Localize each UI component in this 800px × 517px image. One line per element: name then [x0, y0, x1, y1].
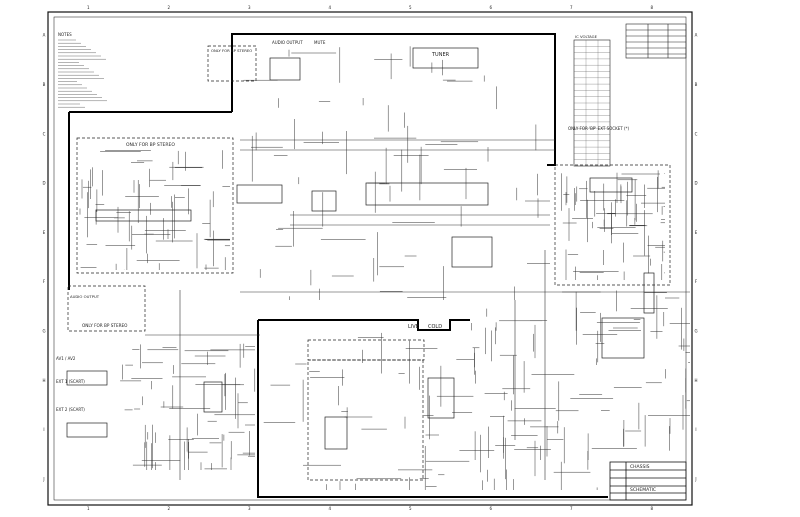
notes-text-lines	[58, 39, 107, 108]
voltage-table	[573, 39, 611, 167]
flyback-transformer	[601, 317, 645, 359]
power-ic	[324, 416, 348, 450]
notes-heading: NOTES	[58, 32, 72, 37]
main-ic	[365, 182, 489, 206]
border-letter: I	[43, 427, 44, 432]
dashed-blocks	[67, 45, 671, 481]
border-number: 1	[87, 506, 90, 511]
border-letter: H	[42, 378, 45, 383]
border-letter: E	[695, 230, 698, 235]
border-letter: B	[43, 82, 46, 87]
small-connector	[643, 272, 655, 314]
revision-block	[625, 23, 687, 59]
label-av-in: AV1 / AV2	[56, 356, 76, 361]
transformer	[427, 377, 455, 419]
border-number: 4	[328, 5, 331, 10]
label-stereo-bottom: ONLY FOR BP STEREO	[82, 323, 128, 328]
outer-frame	[47, 11, 693, 506]
title-block-line1: CHASSIS	[630, 464, 650, 470]
partition-outlines	[68, 33, 608, 498]
label-side-connector: ONLY FOR 'BP' EXT SOCKET (*)	[568, 126, 629, 131]
border-letter: J	[694, 476, 696, 481]
border-number: 8	[650, 506, 653, 511]
title-block	[609, 461, 687, 501]
border-letter: F	[43, 279, 46, 284]
border-letter: F	[695, 279, 698, 284]
tuner-box	[311, 190, 337, 212]
border-letter: H	[694, 378, 697, 383]
border-number: 6	[489, 5, 492, 10]
scart-connector-1	[66, 370, 108, 386]
border-number: 8	[650, 5, 653, 10]
border-letter: D	[42, 181, 45, 186]
label-audio-output-left: AUDIO OUTPUT	[70, 294, 100, 299]
components	[66, 47, 655, 450]
border-letter: G	[694, 328, 697, 333]
border-letter: J	[42, 476, 44, 481]
title-block-line2: SCHEMATIC	[630, 487, 656, 493]
border-number: 2	[167, 506, 170, 511]
label-mute: MUTE	[314, 40, 326, 45]
output-ic	[451, 236, 493, 268]
border-number: 5	[409, 5, 412, 10]
border-number: 7	[570, 506, 573, 511]
wiring	[79, 46, 690, 490]
label-scart1: EXT 1 (SCART)	[56, 379, 85, 384]
border-number: 3	[248, 506, 251, 511]
border-letter: G	[42, 328, 45, 333]
label-live: LIVE	[408, 324, 419, 330]
border-letter: A	[43, 33, 46, 38]
border-number: 1	[87, 5, 90, 10]
border-letter: I	[695, 427, 696, 432]
border-letter: B	[695, 82, 698, 87]
side-socket	[589, 177, 633, 193]
label-cold: COLD	[428, 324, 442, 330]
border-number: 3	[248, 5, 251, 10]
audio-ic	[269, 57, 301, 81]
label-stereo-left: ONLY FOR BP STEREO	[126, 142, 175, 148]
label-scart2: EXT 2 (SCART)	[56, 407, 85, 412]
border-number: 2	[167, 5, 170, 10]
border-number: 6	[489, 506, 492, 511]
border-letter: E	[43, 230, 46, 235]
border-number: 7	[570, 5, 573, 10]
scart-connector-2	[66, 422, 108, 438]
border-letter: A	[695, 33, 698, 38]
border-letter: C	[695, 131, 698, 136]
inner-frame	[53, 16, 687, 501]
label-stereo-top: ONLY FOR BP STEREO	[211, 48, 252, 53]
tuner-module	[412, 47, 479, 69]
stereo-ic	[95, 209, 192, 222]
border-letter: C	[43, 131, 46, 136]
mid-note-box	[236, 184, 283, 204]
label-tuner: TUNER	[431, 52, 450, 58]
border-number: 5	[409, 506, 412, 511]
border-number: 4	[328, 506, 331, 511]
sound-ic	[203, 381, 223, 413]
label-ic-voltage: IC VOLTAGE	[575, 34, 598, 39]
label-audio-output: AUDIO OUTPUT	[272, 40, 303, 45]
border-letter: D	[694, 181, 697, 186]
